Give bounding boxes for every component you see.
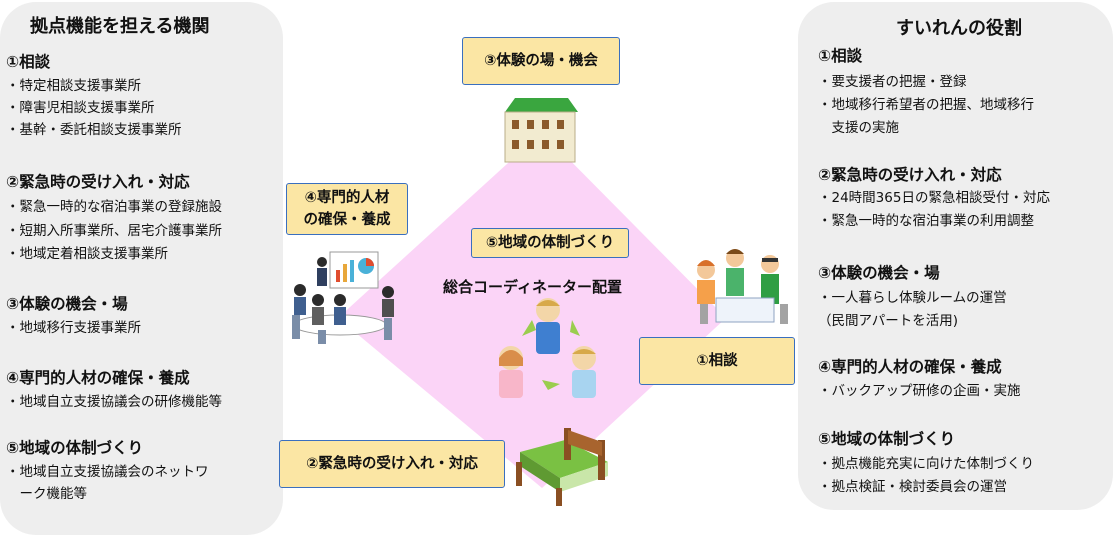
community-box-label: ⑤地域の体制づくり xyxy=(485,235,615,251)
right-item: ・拠点検証・検討委員会の運営 xyxy=(818,479,1007,495)
community-box: ⑤地域の体制づくり xyxy=(471,228,629,258)
left-section-experience-heading: ③体験の機会・場 xyxy=(6,295,128,313)
right-item: 支援の実施 xyxy=(818,120,899,136)
left-item: ・障害児相談支援事業所 xyxy=(6,100,155,116)
consultation-icon xyxy=(697,249,788,324)
right-section-community-heading: ⑤地域の体制づくり xyxy=(818,430,956,448)
left-item: ・地域自立支援協議会のネットワ xyxy=(6,464,209,480)
right-section-experience-heading: ③体験の機会・場 xyxy=(818,264,940,282)
left-section-community-heading: ⑤地域の体制づくり xyxy=(6,439,144,457)
left-item: ・特定相談支援事業所 xyxy=(6,78,141,94)
right-item: ・地域移行希望者の把握、地域移行 xyxy=(818,97,1034,113)
diamond-shape xyxy=(338,132,726,488)
right-item: ・バックアップ研修の企画・実施 xyxy=(818,383,1021,399)
left-section-consult-heading: ①相談 xyxy=(6,53,51,71)
meeting-icon xyxy=(292,251,394,344)
specialist-box-label-line1: ④専門的人材 xyxy=(304,190,390,206)
left-item: ・地域移行支援事業所 xyxy=(6,320,141,336)
left-panel-title: 拠点機能を担える機関 xyxy=(30,16,210,37)
right-panel-title: すいれんの役割 xyxy=(896,18,1022,39)
right-item: ・緊急一時的な宿泊事業の利用調整 xyxy=(818,213,1034,229)
coordinator-people-icon xyxy=(499,298,596,398)
specialist-box: ④専門的人材 の確保・養成 xyxy=(286,183,408,235)
left-item: ・短期入所事業所、居宅介護事業所 xyxy=(6,223,222,239)
specialist-box-label-line2: の確保・養成 xyxy=(303,212,391,228)
left-section-emergency-heading: ②緊急時の受け入れ・対応 xyxy=(6,173,190,191)
experience-box: ③体験の場・機会 xyxy=(462,37,620,85)
cycle-arrows-icon xyxy=(522,320,580,390)
coordinator-label: 総合コーディネーター配置 xyxy=(443,278,622,296)
right-item: ・拠点機能充実に向けた体制づくり xyxy=(818,456,1034,472)
left-section-specialist-heading: ④専門的人材の確保・養成 xyxy=(6,369,190,387)
right-panel xyxy=(798,2,1113,510)
emergency-box: ②緊急時の受け入れ・対応 xyxy=(279,440,505,488)
right-item: ・要支援者の把握・登録 xyxy=(818,74,967,90)
building-icon xyxy=(504,98,578,163)
left-item: ・緊急一時的な宿泊事業の登録施設 xyxy=(6,199,222,215)
consult-box-label: ①相談 xyxy=(696,353,738,369)
left-panel xyxy=(0,2,283,535)
right-section-emergency-heading: ②緊急時の受け入れ・対応 xyxy=(818,166,1002,184)
left-item: ーク機能等 xyxy=(6,486,87,502)
right-section-consult-heading: ①相談 xyxy=(818,47,863,65)
emergency-box-label: ②緊急時の受け入れ・対応 xyxy=(306,456,478,472)
left-item: ・地域自立支援協議会の研修機能等 xyxy=(6,394,222,410)
bed-icon xyxy=(516,428,608,506)
experience-box-label: ③体験の場・機会 xyxy=(484,53,598,69)
right-section-specialist-heading: ④専門的人材の確保・養成 xyxy=(818,358,1002,376)
right-item: （民間アパートを活用) xyxy=(818,313,958,329)
left-item: ・地域定着相談支援事業所 xyxy=(6,246,168,262)
right-item: ・一人暮らし体験ルームの運営 xyxy=(818,290,1007,306)
left-item: ・基幹・委託相談支援事業所 xyxy=(6,122,182,138)
right-item: ・24時間365日の緊急相談受付・対応 xyxy=(818,190,1050,206)
consult-box: ①相談 xyxy=(639,337,795,385)
